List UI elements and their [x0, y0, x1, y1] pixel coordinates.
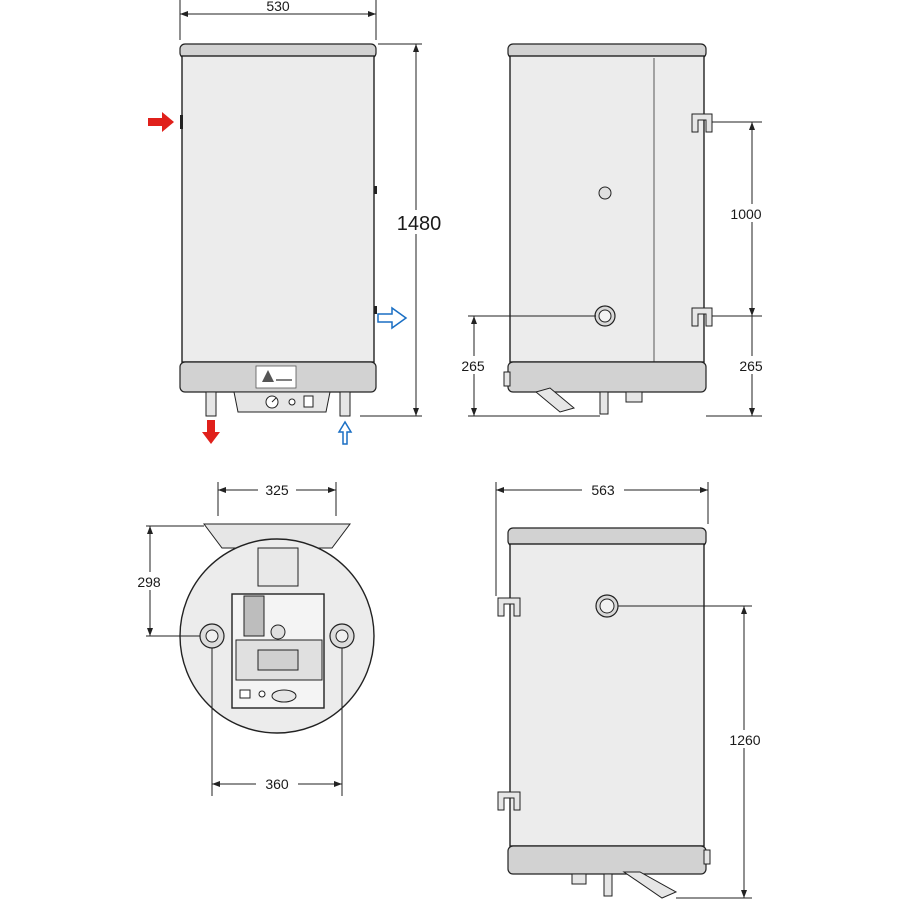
rear-bottom-fitting — [571, 873, 587, 885]
dim-arrowhead — [218, 487, 226, 493]
label-bg — [130, 572, 168, 590]
switch-icon — [239, 689, 251, 699]
rear-view: 563 1260 — [495, 480, 768, 899]
label-bg — [456, 356, 490, 374]
bracket-spacing-label: 1000 — [730, 206, 761, 222]
label-bg — [256, 774, 298, 792]
front-width-label: 530 — [266, 0, 290, 14]
dim-arrowhead — [700, 487, 708, 493]
depth-label: 298 — [137, 574, 161, 590]
rear-drain-valve — [622, 871, 678, 899]
dim-arrowhead — [368, 11, 376, 17]
thermostat-block — [243, 595, 265, 637]
dim-arrowhead — [741, 606, 747, 614]
side-bottom-band — [507, 361, 707, 393]
pipe-spacing-label: 360 — [265, 776, 289, 792]
dim-arrowhead — [471, 408, 477, 416]
dim-arrowhead — [212, 781, 220, 787]
dim-arrowhead — [749, 122, 755, 130]
thermometer-dial-icon — [271, 689, 297, 703]
dim-arrowhead — [413, 44, 419, 52]
side-connector — [374, 186, 377, 194]
dim-arrowhead — [471, 316, 477, 324]
rear-bracket-lower — [497, 791, 521, 811]
control-box — [233, 391, 331, 413]
side-left-fitting — [503, 371, 511, 387]
dim-arrowhead — [328, 487, 336, 493]
rear-tank-body — [509, 543, 705, 847]
label-plate — [257, 547, 299, 587]
dim-arrowhead — [749, 408, 755, 416]
side-view: 1000 265 265 — [456, 43, 768, 417]
dim-arrowhead — [147, 628, 153, 636]
cold-pipe-port-inner — [335, 629, 349, 643]
dim-arrowhead — [180, 11, 188, 17]
dial-needle — [271, 397, 277, 403]
front-view: 530 1480 — [148, 0, 442, 445]
bracket-width-label: 325 — [265, 482, 289, 498]
dim-arrowhead — [496, 487, 504, 493]
rear-bottom-band — [507, 845, 707, 875]
dim-arrowhead — [147, 526, 153, 534]
brand-logo-mark — [262, 370, 274, 382]
rear-port-inner — [599, 598, 615, 614]
left-inlet-height-label: 265 — [461, 358, 485, 374]
rear-height-label: 1260 — [729, 732, 760, 748]
label-bg — [724, 204, 768, 222]
rear-bracket-upper — [497, 597, 521, 617]
hot-pipe-port-inner — [205, 629, 219, 643]
inlet-port-inner — [598, 309, 612, 323]
hot-inlet-arrow-icon — [148, 112, 174, 132]
label-bg — [396, 210, 442, 234]
switch-icon — [303, 395, 314, 408]
drain-valve — [534, 387, 576, 413]
cold-side-arrow-icon — [377, 306, 408, 330]
bottom-view: 325 298 360 — [130, 480, 375, 796]
hot-outlet-arrow-icon — [202, 420, 220, 444]
display-window — [257, 649, 299, 671]
indicator-light-icon — [288, 398, 296, 406]
dim-arrowhead — [413, 408, 419, 416]
cold-inlet-pipe — [339, 391, 351, 417]
rear-right-fitting — [703, 849, 711, 865]
wall-bracket-lower — [691, 307, 713, 327]
rear-width-label: 563 — [591, 482, 615, 498]
label-bg — [258, 480, 296, 498]
heating-element-icon — [270, 624, 286, 640]
indicator-light-icon — [258, 690, 266, 698]
dim-arrowhead — [749, 308, 755, 316]
side-bottom-pipe — [599, 391, 609, 415]
side-bottom-fitting — [625, 391, 643, 403]
mounting-plate — [203, 523, 351, 549]
label-bg — [582, 480, 624, 498]
dim-arrowhead — [334, 781, 342, 787]
brand-logo — [255, 365, 297, 389]
sensor-port-icon — [598, 186, 612, 200]
label-bg — [734, 356, 768, 374]
side-connector — [374, 306, 377, 314]
label-bg — [722, 730, 768, 748]
right-bracket-height-label: 265 — [739, 358, 763, 374]
tank-body — [181, 55, 375, 363]
cold-inlet-arrow-icon — [337, 420, 353, 445]
rear-bottom-pipe — [603, 873, 613, 897]
rear-top-cap — [507, 527, 707, 547]
front-height-label: 1480 — [397, 213, 442, 235]
hot-outlet-pipe — [205, 391, 217, 417]
side-connector — [180, 115, 183, 129]
wall-bracket-upper — [691, 113, 713, 133]
dim-arrowhead — [741, 890, 747, 898]
